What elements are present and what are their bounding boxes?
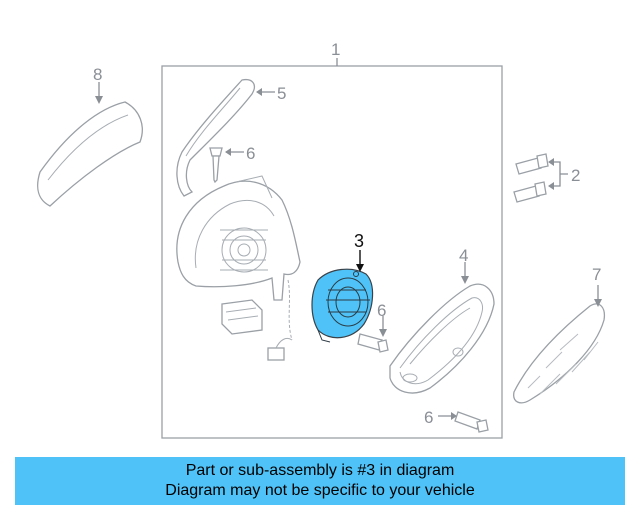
part-5-turn-signal[interactable] [176, 78, 256, 197]
callout-2[interactable]: 2 [571, 166, 580, 185]
part-6-screw-middle[interactable] [357, 333, 389, 353]
callout-6-lower[interactable]: 6 [424, 408, 433, 427]
callout-6-middle[interactable]: 6 [377, 301, 386, 320]
part-8-mirror-cap[interactable] [37, 101, 143, 207]
part-4-mirror-glass-backing[interactable] [389, 283, 495, 394]
callout-7[interactable]: 7 [592, 265, 601, 284]
part-6-screw-upper[interactable] [209, 147, 223, 184]
banner-line-disclaimer: Diagram may not be specific to your vehi… [165, 482, 475, 499]
callout-6-upper[interactable]: 6 [246, 144, 255, 163]
callout-8[interactable]: 8 [93, 65, 102, 84]
wiring-harness[interactable] [267, 279, 293, 361]
part-7-mirror-glass[interactable] [513, 303, 606, 404]
callout-4[interactable]: 4 [459, 246, 468, 265]
part-3-mirror-actuator[interactable] [311, 268, 374, 343]
banner-line-part-number: Part or sub-assembly is #3 in diagram [185, 462, 455, 479]
part-2-screws[interactable] [513, 153, 549, 203]
parts-diagram: 1 8 5 6 [37, 40, 606, 439]
assembly-frame [161, 65, 503, 439]
mirror-housing[interactable] [176, 175, 301, 301]
info-banner: Part or sub-assembly is #3 in diagram Di… [15, 457, 625, 505]
callout-1[interactable]: 1 [331, 40, 340, 59]
callout-5[interactable]: 5 [277, 84, 286, 103]
callout-3[interactable]: 3 [354, 231, 364, 251]
part-6-screw-lower[interactable] [454, 411, 489, 433]
mounting-clip[interactable] [221, 299, 263, 335]
